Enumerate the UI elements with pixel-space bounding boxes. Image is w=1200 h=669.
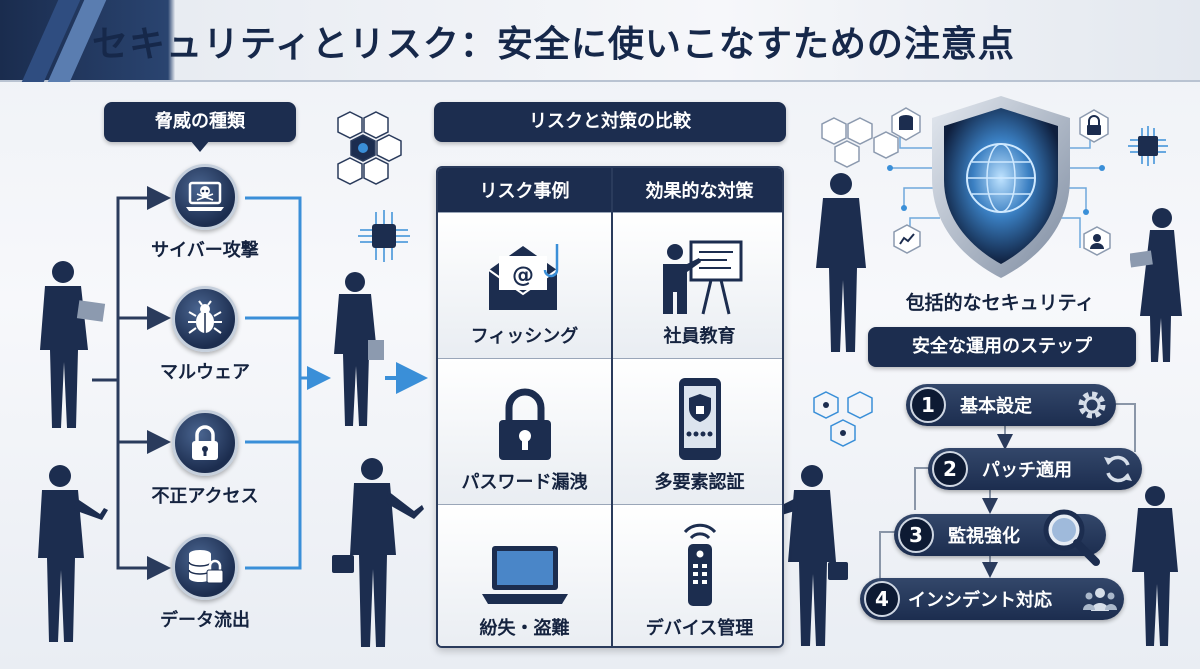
risk-label: パスワード漏洩 bbox=[461, 472, 588, 493]
threat-icon-cyber-attack bbox=[172, 164, 238, 230]
measure-cell-mfa: 多要素認証 bbox=[613, 358, 782, 504]
risk-label: フィッシング bbox=[470, 326, 579, 347]
heading-pointer bbox=[190, 140, 210, 152]
risk-label: 紛失・盗難 bbox=[479, 618, 570, 639]
step-number: 1 bbox=[910, 387, 946, 423]
phishing-mail-icon: @ bbox=[487, 244, 558, 310]
svg-text:@: @ bbox=[512, 263, 534, 288]
database-icon bbox=[891, 107, 921, 141]
step-label: 監視強化 bbox=[948, 526, 1020, 547]
threat-icon-data-leak bbox=[172, 534, 238, 600]
measure-label: 多要素認証 bbox=[654, 472, 745, 493]
presentation-icon bbox=[662, 240, 742, 315]
measure-cell-training: 社員教育 bbox=[613, 212, 782, 358]
step-2-patch: 2 パッチ適用 bbox=[928, 448, 1142, 490]
phone-shield-icon bbox=[678, 378, 721, 460]
security-label: 包括的なセキュリティ bbox=[905, 292, 1095, 314]
hexagon-network-icon bbox=[813, 391, 873, 447]
magnifier-icon bbox=[1043, 509, 1100, 566]
chart-node-icon bbox=[893, 224, 921, 254]
step-4-incident-response: 4 インシデント対応 bbox=[860, 578, 1124, 620]
steps-heading: 安全な運用のステップ bbox=[868, 327, 1136, 367]
measure-label: 社員教育 bbox=[663, 326, 736, 347]
person-standing-figure bbox=[1132, 486, 1178, 646]
skull-laptop-icon bbox=[186, 181, 224, 211]
risk-cell-loss-theft: 紛失・盗難 bbox=[438, 504, 611, 646]
person-gesturing-figure bbox=[38, 465, 108, 642]
threats-heading: 脅威の種類 bbox=[104, 102, 296, 142]
bug-icon bbox=[188, 300, 222, 334]
hexagon-network-icon bbox=[821, 117, 899, 168]
comparison-heading: リスクと対策の比較 bbox=[434, 102, 786, 142]
step-label: インシデント対応 bbox=[908, 590, 1052, 611]
threat-icon-malware bbox=[172, 286, 238, 352]
measure-label: デバイス管理 bbox=[645, 618, 754, 639]
remote-control-icon bbox=[683, 523, 716, 606]
threat-label: データ流出 bbox=[160, 610, 250, 631]
gear-icon bbox=[1078, 391, 1106, 419]
step-label: 基本設定 bbox=[960, 396, 1032, 417]
lock-node-icon bbox=[1079, 109, 1109, 143]
column-header-risk: リスク事例 bbox=[438, 168, 611, 212]
threat-icon-unauthorized-access bbox=[172, 410, 238, 476]
threat-label: マルウェア bbox=[160, 362, 250, 383]
chip-icon bbox=[358, 210, 410, 262]
step-1-basic-settings: 1 基本設定 bbox=[906, 384, 1116, 426]
column-divider bbox=[611, 168, 613, 646]
step-label: パッチ適用 bbox=[982, 460, 1072, 481]
person-standing-figure bbox=[816, 173, 866, 352]
hexagon-cluster-icon bbox=[337, 111, 402, 185]
padlock-icon bbox=[498, 388, 551, 460]
database-leak-icon bbox=[188, 550, 224, 584]
step-number: 2 bbox=[932, 451, 968, 487]
woman-with-tablet-figure bbox=[1130, 208, 1182, 362]
column-header-measure: 効果的な対策 bbox=[613, 168, 782, 212]
person-with-laptop-figure bbox=[40, 261, 106, 428]
page-title: セキュリティとリスク：安全に使いこなすための注意点 bbox=[92, 24, 1015, 65]
person-with-tablet-figure bbox=[334, 272, 384, 426]
threat-label: サイバー攻撃 bbox=[151, 240, 259, 261]
step-number: 3 bbox=[898, 517, 934, 553]
chip-icon bbox=[1128, 126, 1168, 166]
step-number: 4 bbox=[864, 581, 900, 617]
team-icon bbox=[1083, 588, 1117, 611]
shield-globe-icon bbox=[932, 96, 1070, 278]
refresh-icon bbox=[1104, 455, 1132, 483]
measure-cell-device-management: デバイス管理 bbox=[613, 504, 782, 646]
risk-cell-password-leak: パスワード漏洩 bbox=[438, 358, 611, 504]
comparison-table: リスク事例 効果的な対策 @ フィッシング 社員教育 パスワード漏洩 bbox=[436, 166, 784, 648]
threat-label: 不正アクセス bbox=[151, 486, 259, 507]
user-node-icon bbox=[1083, 226, 1111, 256]
laptop-icon bbox=[481, 546, 568, 604]
person-with-briefcase-figure bbox=[332, 458, 424, 647]
title-banner: セキュリティとリスク：安全に使いこなすための注意点 bbox=[0, 0, 1200, 82]
padlock-icon bbox=[192, 425, 218, 460]
risk-cell-phishing: @ フィッシング bbox=[438, 212, 611, 358]
